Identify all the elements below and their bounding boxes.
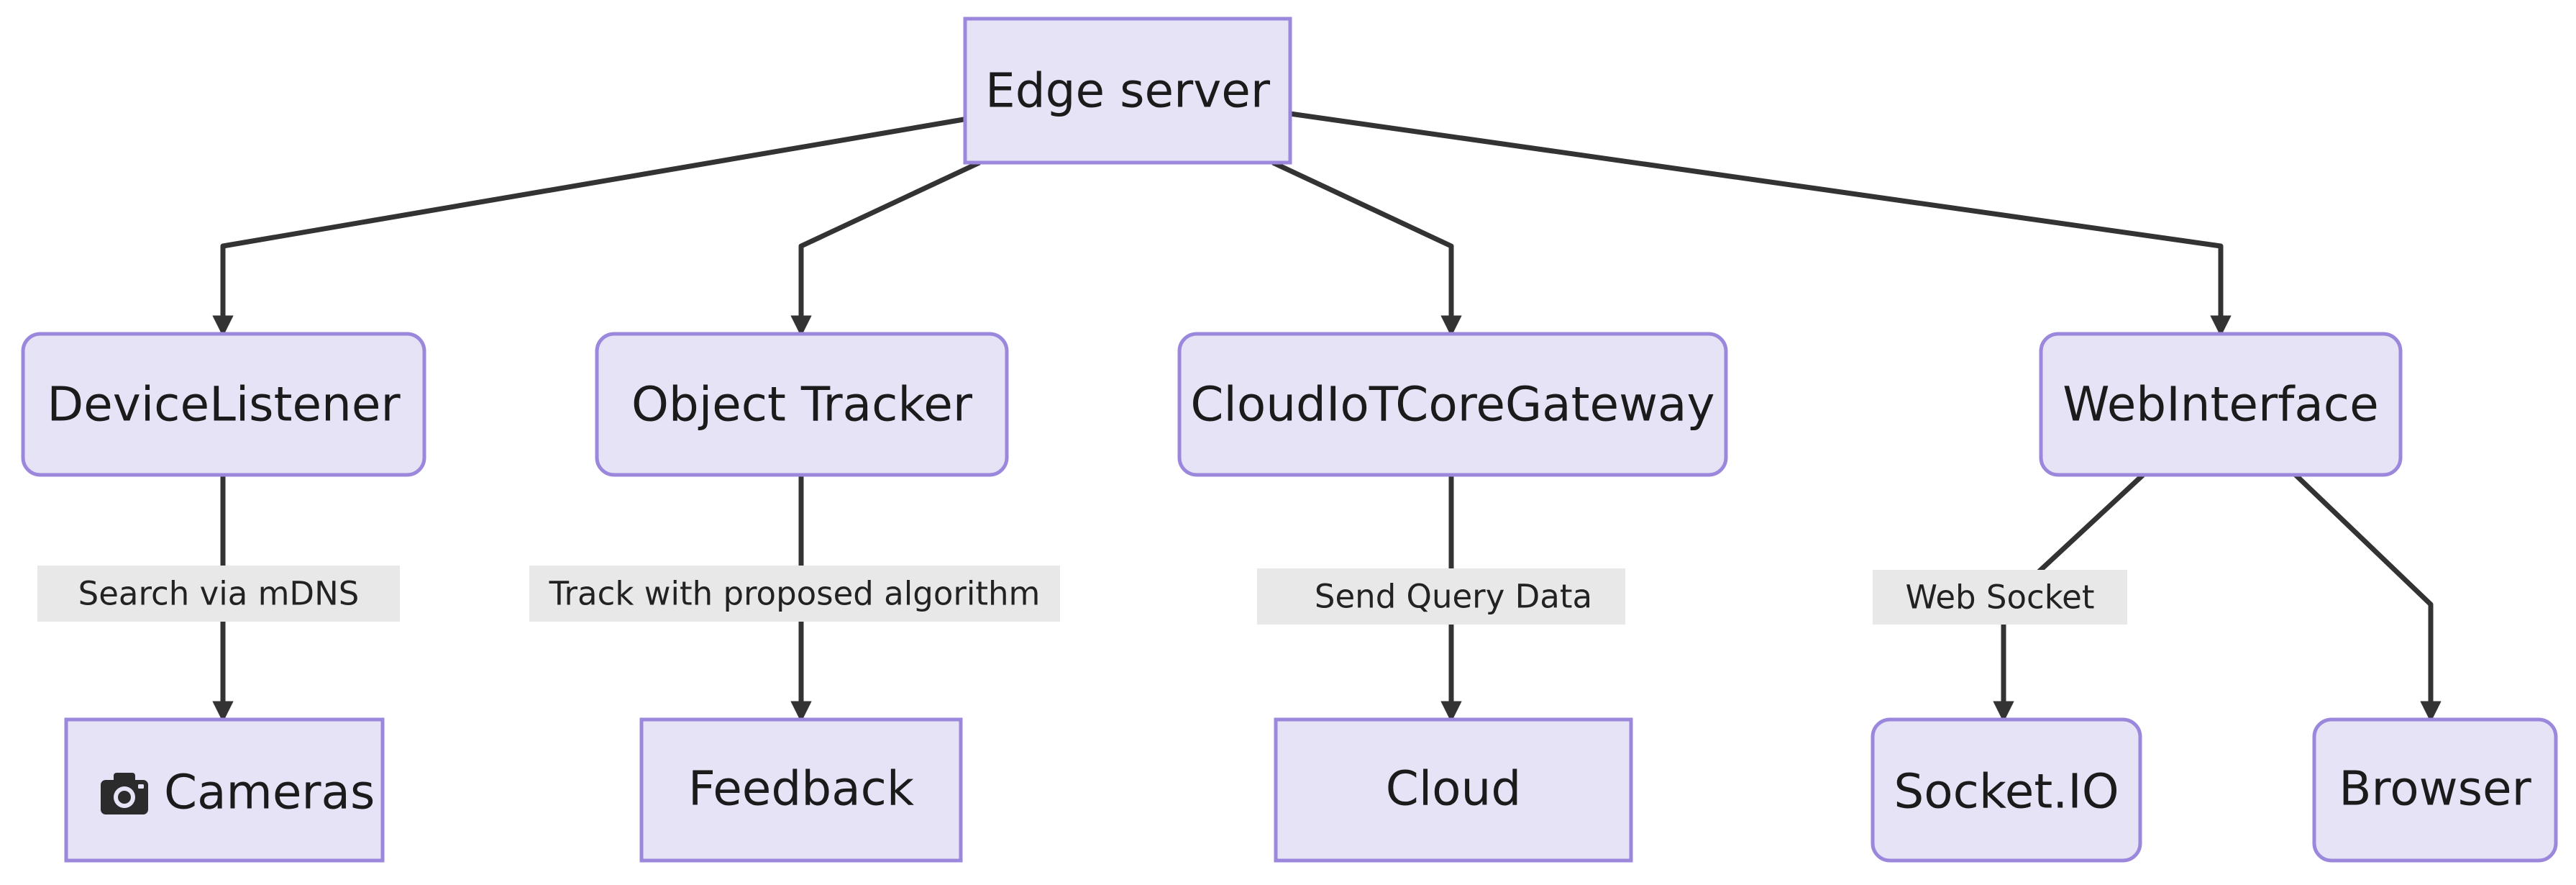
edge-label-web-socket-text: Web Socket — [1905, 578, 2094, 617]
node-feedback-label: Feedback — [688, 761, 915, 817]
node-socketio: Socket.IO — [1871, 717, 2142, 863]
edge-label-send-query-text: Send Query Data — [1315, 578, 1592, 616]
node-cloudiotcoregateway: CloudIoTCoreGateway — [1177, 332, 1728, 477]
edge-label-track-algorithm: Track with proposed algorithm — [529, 566, 1060, 622]
node-cloud-label: Cloud — [1386, 761, 1522, 817]
node-edge-server-label: Edge server — [985, 63, 1271, 119]
node-webinterface: WebInterface — [2039, 332, 2403, 477]
node-object-tracker-label: Object Tracker — [631, 377, 973, 432]
node-cameras: Cameras — [64, 717, 385, 863]
edge-server-to-cloudgateway — [1271, 160, 1462, 337]
edge-server-to-devicelistener — [212, 117, 964, 337]
edge-label-web-socket: Web Socket — [1873, 570, 2127, 625]
node-devicelistener-label: DeviceListener — [47, 377, 401, 432]
node-cloudiotcoregateway-label: CloudIoTCoreGateway — [1190, 377, 1714, 432]
node-webinterface-label: WebInterface — [2063, 377, 2378, 432]
node-edge-server: Edge server — [963, 17, 1292, 165]
node-cameras-label: Cameras — [164, 765, 375, 820]
node-object-tracker: Object Tracker — [595, 332, 1009, 477]
edge-label-track-algorithm-text: Track with proposed algorithm — [549, 575, 1041, 613]
edge-webinterface-to-browser — [2293, 473, 2442, 722]
node-cloud: Cloud — [1274, 717, 1633, 863]
edge-label-search-mdns: Search via mDNS — [37, 566, 400, 622]
camera-icon — [101, 773, 148, 814]
edge-label-send-query: Send Query Data — [1257, 568, 1625, 625]
node-socketio-label: Socket.IO — [1894, 764, 2119, 820]
node-browser: Browser — [2312, 717, 2558, 863]
node-devicelistener: DeviceListener — [21, 332, 426, 477]
edge-label-search-mdns-text: Search via mDNS — [78, 575, 360, 613]
node-browser-label: Browser — [2339, 761, 2531, 817]
node-feedback: Feedback — [639, 717, 963, 863]
edge-server-to-webinterface — [1289, 111, 2232, 337]
edge-server-to-objecttracker — [790, 160, 981, 337]
